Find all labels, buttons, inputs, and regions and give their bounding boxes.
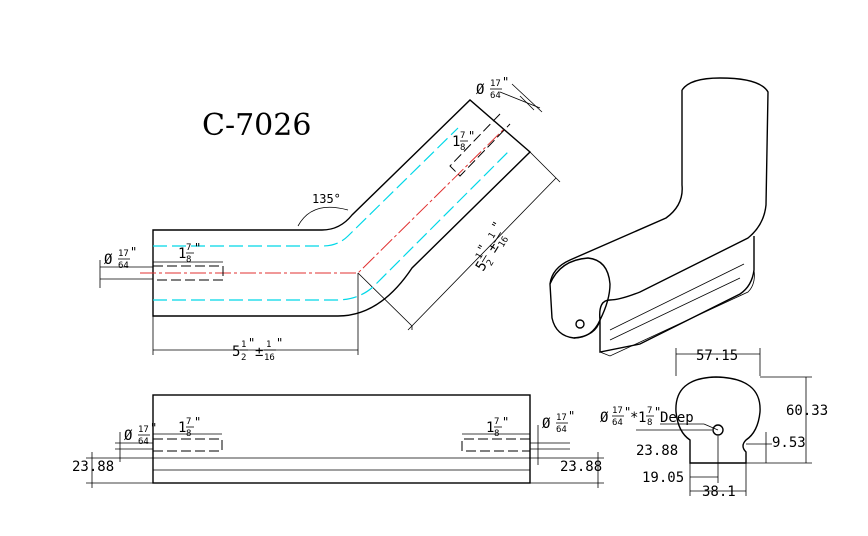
- svg-text:": ": [130, 245, 137, 259]
- svg-text:": ": [468, 129, 475, 143]
- profile-hole-offset-label: 19.05: [642, 470, 684, 486]
- svg-text:": ": [568, 409, 575, 423]
- svg-text:Deep: Deep: [660, 410, 694, 426]
- guide-line-upper: [153, 127, 459, 247]
- rail-centerline: [140, 127, 506, 274]
- svg-text:17: 17: [118, 249, 129, 259]
- svg-text:1: 1: [178, 420, 186, 436]
- svg-text:64: 64: [612, 418, 623, 428]
- svg-text:2: 2: [485, 258, 496, 268]
- svg-text:7: 7: [494, 417, 499, 427]
- svg-text:8: 8: [647, 418, 652, 428]
- svg-text:Ø: Ø: [476, 82, 485, 98]
- iso-rail-body: [599, 77, 769, 353]
- svg-text:8: 8: [460, 143, 465, 153]
- svg-text:Ø: Ø: [104, 252, 113, 268]
- svg-text:64: 64: [490, 91, 501, 101]
- side-left-hole-diameter-label: Ø 17 64 ": [124, 421, 157, 447]
- side-view: Ø 17 64 " 1 7 8 " 23.88 Ø 17 64 ": [72, 394, 604, 488]
- right-hole-depth-label: 1 7 8 ": [452, 129, 475, 153]
- svg-text:1: 1: [486, 420, 494, 436]
- svg-text:Ø: Ø: [600, 410, 609, 426]
- right-hole-diameter-label: Ø 17 64 ": [476, 75, 509, 101]
- profile-dowel-hole: [712, 424, 724, 436]
- svg-text:2: 2: [241, 353, 246, 363]
- profile-view: 57.15 60.33 9.53 Ø 17 64 " * 1 7 8 " Dee…: [600, 348, 828, 500]
- svg-text:17: 17: [138, 425, 149, 435]
- svg-text:64: 64: [118, 261, 129, 271]
- svg-text:Ø: Ø: [542, 416, 551, 432]
- rail-end-face: [357, 272, 413, 327]
- svg-text:*: *: [630, 410, 638, 426]
- svg-text:": ": [194, 241, 201, 255]
- rail-top-outline: [152, 99, 532, 317]
- profile-hole-height-label: 23.88: [636, 443, 678, 459]
- svg-text:": ": [489, 219, 505, 233]
- svg-text:": ": [194, 415, 201, 429]
- side-right-height-label: 23.88: [560, 459, 602, 475]
- svg-text:1: 1: [241, 340, 246, 350]
- iso-rail-bottom-lines: [599, 269, 755, 357]
- iso-rail-top: [549, 90, 683, 339]
- svg-text:": ": [502, 75, 509, 89]
- svg-text:": ": [276, 336, 283, 350]
- dowel-hole-right: [449, 113, 511, 177]
- svg-text:": ": [248, 336, 255, 350]
- svg-text:": ": [150, 421, 157, 435]
- part-number-title: C-7026: [202, 108, 311, 143]
- svg-text:1: 1: [452, 134, 460, 150]
- svg-text:": ": [502, 415, 509, 429]
- svg-text:1: 1: [474, 251, 485, 261]
- profile-hole-note: Ø 17 64 " * 1 7 8 " Deep: [600, 405, 694, 428]
- profile-step-height-label: 9.53: [772, 435, 806, 451]
- svg-text:16: 16: [497, 235, 511, 249]
- bottom-length-label: 5 1 2 " ± 1 16 ": [232, 336, 283, 363]
- svg-text:8: 8: [186, 429, 191, 439]
- angle-label: 135°: [312, 192, 341, 206]
- iso-dowel-hole: [575, 319, 585, 329]
- side-hole-right: [461, 438, 530, 452]
- profile-outline: [675, 376, 761, 464]
- svg-text:64: 64: [138, 437, 149, 447]
- side-left-height-label: 23.88: [72, 459, 114, 475]
- svg-text:": ": [654, 405, 661, 419]
- svg-text:7: 7: [186, 417, 191, 427]
- profile-height-label: 60.33: [786, 403, 828, 419]
- side-right-hole-diameter-label: Ø 17 64 ": [542, 409, 575, 435]
- iso-rail-profile: [549, 257, 611, 339]
- profile-base-width-label: 38.1: [702, 484, 736, 500]
- profile-top-width-label: 57.15: [696, 348, 738, 364]
- isometric-view: [549, 77, 769, 357]
- guide-line-lower: [153, 149, 511, 301]
- svg-text:64: 64: [556, 425, 567, 435]
- side-right-hole-depth-label: 1 7 8 ": [486, 415, 509, 439]
- svg-text:7: 7: [460, 131, 465, 141]
- svg-text:1: 1: [266, 340, 271, 350]
- svg-text:8: 8: [186, 255, 191, 265]
- dowel-hole-left: [153, 265, 224, 281]
- svg-text:7: 7: [647, 406, 652, 416]
- left-hole-diameter-label: Ø 17 64 ": [104, 245, 137, 271]
- top-view: 135° Ø 17 64 " 1 7 8 " 5 1 2: [99, 75, 561, 363]
- svg-text:": ": [624, 405, 631, 419]
- svg-text:±: ±: [255, 344, 263, 360]
- svg-text:17: 17: [612, 406, 623, 416]
- left-hole-depth-label: 1 7 8 ": [178, 241, 201, 265]
- angle-arc: [297, 206, 349, 227]
- svg-text:7: 7: [186, 243, 191, 253]
- svg-text:1: 1: [638, 410, 646, 426]
- svg-text:16: 16: [264, 353, 275, 363]
- svg-text:17: 17: [490, 79, 501, 89]
- svg-text:8: 8: [494, 429, 499, 439]
- side-hole-left: [153, 438, 223, 452]
- side-left-hole-depth-label: 1 7 8 ": [178, 415, 201, 439]
- svg-text:1: 1: [178, 246, 186, 262]
- svg-text:17: 17: [556, 413, 567, 423]
- svg-text:5: 5: [232, 344, 240, 360]
- svg-text:1: 1: [487, 231, 498, 241]
- svg-text:Ø: Ø: [124, 428, 133, 444]
